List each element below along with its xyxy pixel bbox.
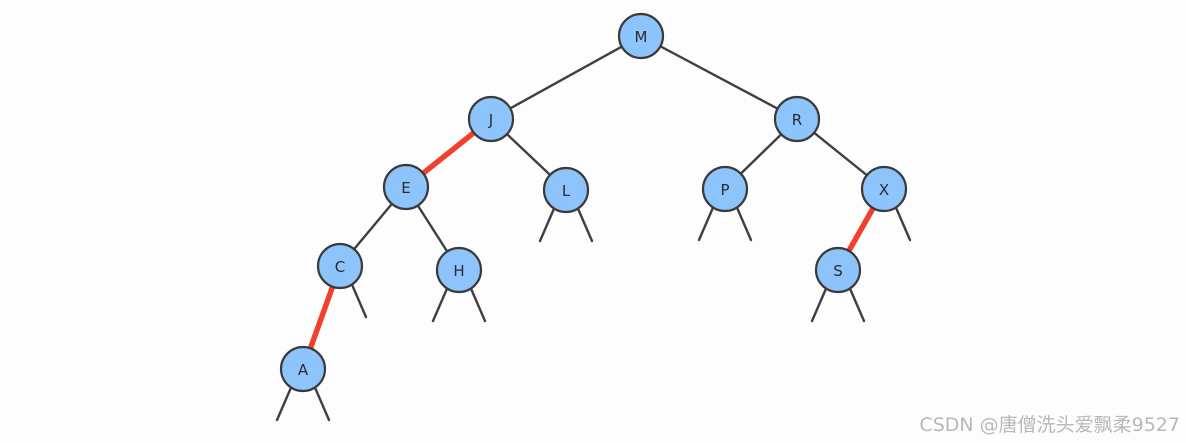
node-label-p: P <box>720 181 729 199</box>
null-link-l-left <box>538 202 558 243</box>
edge-m-j-black-link <box>489 34 643 121</box>
node-label-m: M <box>635 28 648 46</box>
node-label-r: R <box>792 111 802 129</box>
null-link-c-right <box>348 278 368 319</box>
tree-node-h: H <box>435 246 483 294</box>
tree-node-r: R <box>773 95 821 143</box>
null-link-s-right <box>846 282 866 323</box>
node-label-s: S <box>833 262 843 280</box>
node-circle-c <box>316 242 364 290</box>
node-circle-s <box>814 246 862 294</box>
null-link-s-left <box>810 282 830 323</box>
edge-m-r-black-link <box>639 34 799 121</box>
node-circle-e <box>382 163 430 211</box>
null-links-layer <box>275 201 912 422</box>
node-circle-p <box>701 165 749 213</box>
node-circle-m <box>617 12 665 60</box>
null-link-p-right <box>733 201 753 242</box>
node-circle-h <box>435 246 483 294</box>
tree-node-c: C <box>316 242 364 290</box>
tree-node-x: X <box>860 165 908 213</box>
tree-node-m: M <box>617 12 665 60</box>
null-link-h-right <box>467 282 487 323</box>
null-link-x-right <box>892 201 912 242</box>
node-label-l: L <box>562 182 571 200</box>
nodes-layer: M J R E L P X C H S A <box>279 12 908 393</box>
node-circle-a <box>279 345 327 393</box>
node-label-x: X <box>879 181 889 199</box>
node-label-a: A <box>298 361 309 379</box>
node-circle-x <box>860 165 908 213</box>
node-label-h: H <box>453 262 464 280</box>
null-link-l-right <box>574 202 594 243</box>
tree-node-j: J <box>467 95 515 143</box>
tree-node-a: A <box>279 345 327 393</box>
node-circle-j <box>467 95 515 143</box>
null-link-a-right <box>311 381 331 422</box>
node-circle-l <box>542 166 590 214</box>
null-link-p-left <box>697 201 717 242</box>
tree-node-p: P <box>701 165 749 213</box>
null-link-h-left <box>431 282 451 323</box>
tree-node-e: E <box>382 163 430 211</box>
tree-node-s: S <box>814 246 862 294</box>
null-link-a-left <box>275 381 295 422</box>
node-circle-r <box>773 95 821 143</box>
tree-node-l: L <box>542 166 590 214</box>
node-label-e: E <box>401 179 410 197</box>
node-label-c: C <box>335 258 345 276</box>
watermark-text: CSDN @唐僧洗头爱飘柔9527 <box>919 414 1180 436</box>
node-label-j: J <box>488 111 493 129</box>
